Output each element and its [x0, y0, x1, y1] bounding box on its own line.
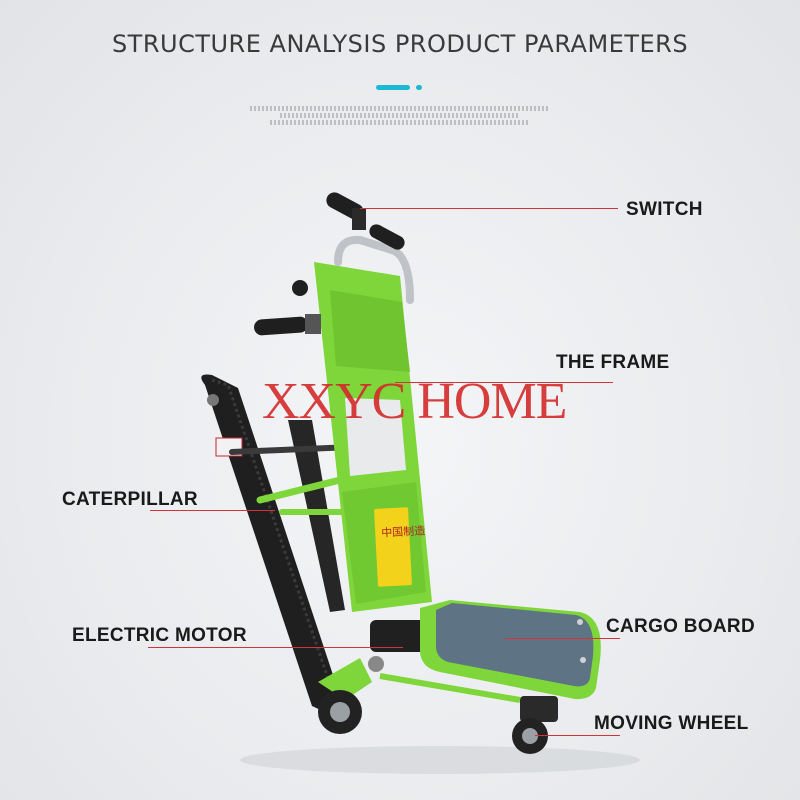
- moving-wheels: [318, 673, 558, 754]
- electric-motor-label: ELECTRIC MOTOR: [72, 625, 247, 646]
- upright-frame: 中国制造: [314, 262, 432, 612]
- frame-leader-line: [395, 382, 613, 383]
- knob: [292, 280, 308, 296]
- floor-shadow: [240, 746, 640, 774]
- switch-leader-line: [360, 208, 618, 209]
- switch-box: [352, 208, 366, 230]
- made-in-china-sticker: [374, 507, 412, 587]
- electric-motor: [318, 620, 430, 700]
- svg-text:中国制造: 中国制造: [381, 523, 426, 539]
- title-accent-dot: [416, 85, 422, 90]
- switch-label: SWITCH: [626, 199, 703, 220]
- cargo-board-label: CARGO BOARD: [606, 616, 755, 637]
- cargo-board-leader-line: [505, 638, 620, 639]
- caterpillar-label: CATERPILLAR: [62, 489, 198, 510]
- moving-wheel-label: MOVING WHEEL: [594, 713, 749, 734]
- wheel-leader-line: [535, 735, 620, 736]
- handle-assembly: [254, 192, 414, 336]
- motor-leader-line: [148, 647, 403, 648]
- title-accent-bar: [376, 85, 410, 90]
- caterpillar-leader-line: [150, 510, 275, 511]
- watermark-text: XXYC HOME: [262, 373, 567, 430]
- subtitle-fine-print: [230, 106, 570, 125]
- frame-label: THE FRAME: [556, 352, 670, 373]
- cargo-board: [420, 600, 601, 700]
- page-title: STRUCTURE ANALYSIS PRODUCT PARAMETERS: [111, 30, 689, 58]
